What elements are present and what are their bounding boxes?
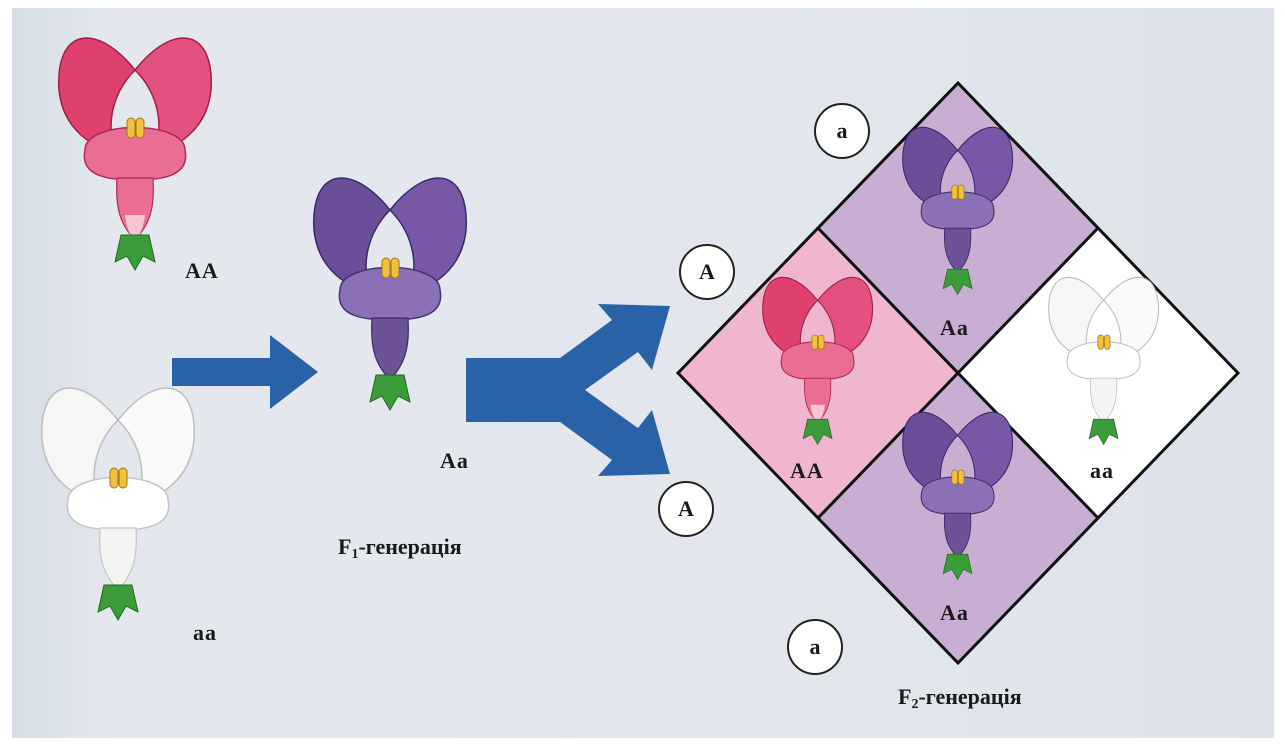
parent-bottom-genotype: aa — [193, 620, 217, 646]
f1-genotype: Aa — [440, 448, 469, 474]
f2-generation-label: F2-генерація — [898, 684, 1022, 713]
fork-arrow — [466, 304, 670, 476]
parent-white-flower — [42, 388, 195, 620]
allele-bottom-left: a — [787, 619, 843, 675]
f2-cell-right-genotype: aa — [1090, 458, 1114, 484]
parent-red-flower — [59, 38, 212, 270]
allele-left-lower: A — [658, 481, 714, 537]
arrow-to-f1 — [172, 335, 318, 409]
f2-cell-top-genotype: Aa — [940, 315, 969, 341]
f1-generation-label: F1-генерація — [338, 534, 462, 563]
f1-flower — [314, 178, 467, 410]
allele-left-upper: A — [679, 244, 735, 300]
allele-top-left: a — [814, 103, 870, 159]
parent-top-genotype: AA — [185, 258, 219, 284]
f2-cell-bottom-genotype: Aa — [940, 600, 969, 626]
f2-cell-left-genotype: AA — [790, 458, 824, 484]
